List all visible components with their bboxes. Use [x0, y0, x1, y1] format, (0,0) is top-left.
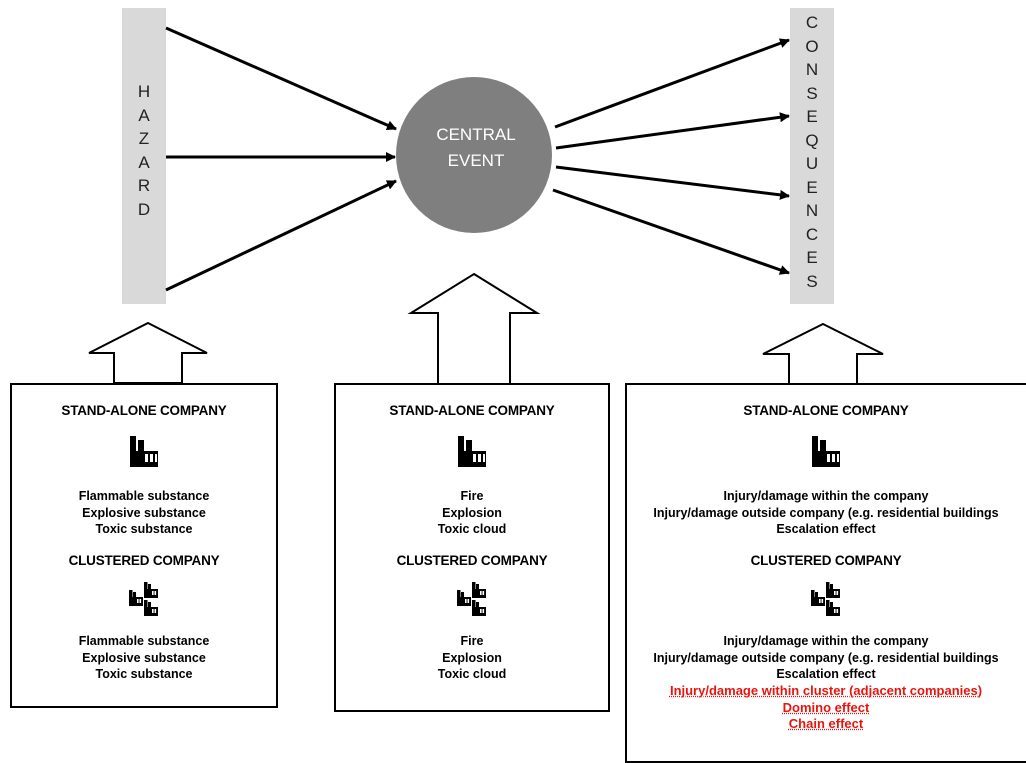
- clustered-event-list: Fire Explosion Toxic cloud: [296, 633, 648, 683]
- event-details-box: STAND-ALONE COMPANY Fire Explosion Toxic…: [334, 383, 610, 712]
- hollow-arrow-event: [411, 274, 537, 384]
- arrow-hazard-event-top: [166, 28, 396, 129]
- arrow-hazard-event-bottom: [166, 181, 396, 290]
- factory-cluster-icon: [456, 582, 488, 620]
- hazard-label: H A Z A R D: [122, 80, 166, 221]
- arrow-event-consequence-2: [556, 116, 789, 148]
- arrow-event-consequence-3: [556, 167, 789, 196]
- central-event-label: CENTRAL EVENT: [396, 122, 556, 174]
- standalone-hazard-list: Flammable substance Explosive substance …: [0, 488, 316, 538]
- arrow-event-consequence-1: [555, 40, 789, 127]
- hazard-details-box: STAND-ALONE COMPANY Flammable substance …: [10, 383, 278, 708]
- standalone-title: STAND-ALONE COMPANY: [12, 403, 276, 418]
- factory-cluster-icon: [810, 582, 842, 620]
- standalone-event-list: Fire Explosion Toxic cloud: [296, 488, 648, 538]
- clustered-title: CLUSTERED COMPANY: [627, 553, 1025, 568]
- factory-icon: [128, 433, 160, 469]
- clustered-consequence-list: Injury/damage within the company Injury/…: [625, 633, 1026, 683]
- arrow-event-consequence-4: [553, 190, 789, 273]
- factory-icon: [456, 433, 488, 469]
- consequences-details-box: STAND-ALONE COMPANY Injury/damage within…: [625, 383, 1026, 763]
- consequences-label: C O N S E Q U E N C E S: [790, 11, 834, 293]
- clustered-title: CLUSTERED COMPANY: [12, 553, 276, 568]
- factory-icon: [810, 433, 842, 469]
- clustered-title: CLUSTERED COMPANY: [336, 553, 608, 568]
- clustered-hazard-list: Flammable substance Explosive substance …: [0, 633, 316, 683]
- standalone-title: STAND-ALONE COMPANY: [336, 403, 608, 418]
- cluster-specific-consequence-list: Injury/damage within cluster (adjacent c…: [625, 683, 1026, 733]
- standalone-title: STAND-ALONE COMPANY: [627, 403, 1025, 418]
- standalone-consequence-list: Injury/damage within the company Injury/…: [625, 488, 1026, 538]
- hollow-arrow-hazard: [89, 323, 207, 383]
- hollow-arrow-consequences: [763, 324, 883, 384]
- factory-cluster-icon: [128, 582, 160, 620]
